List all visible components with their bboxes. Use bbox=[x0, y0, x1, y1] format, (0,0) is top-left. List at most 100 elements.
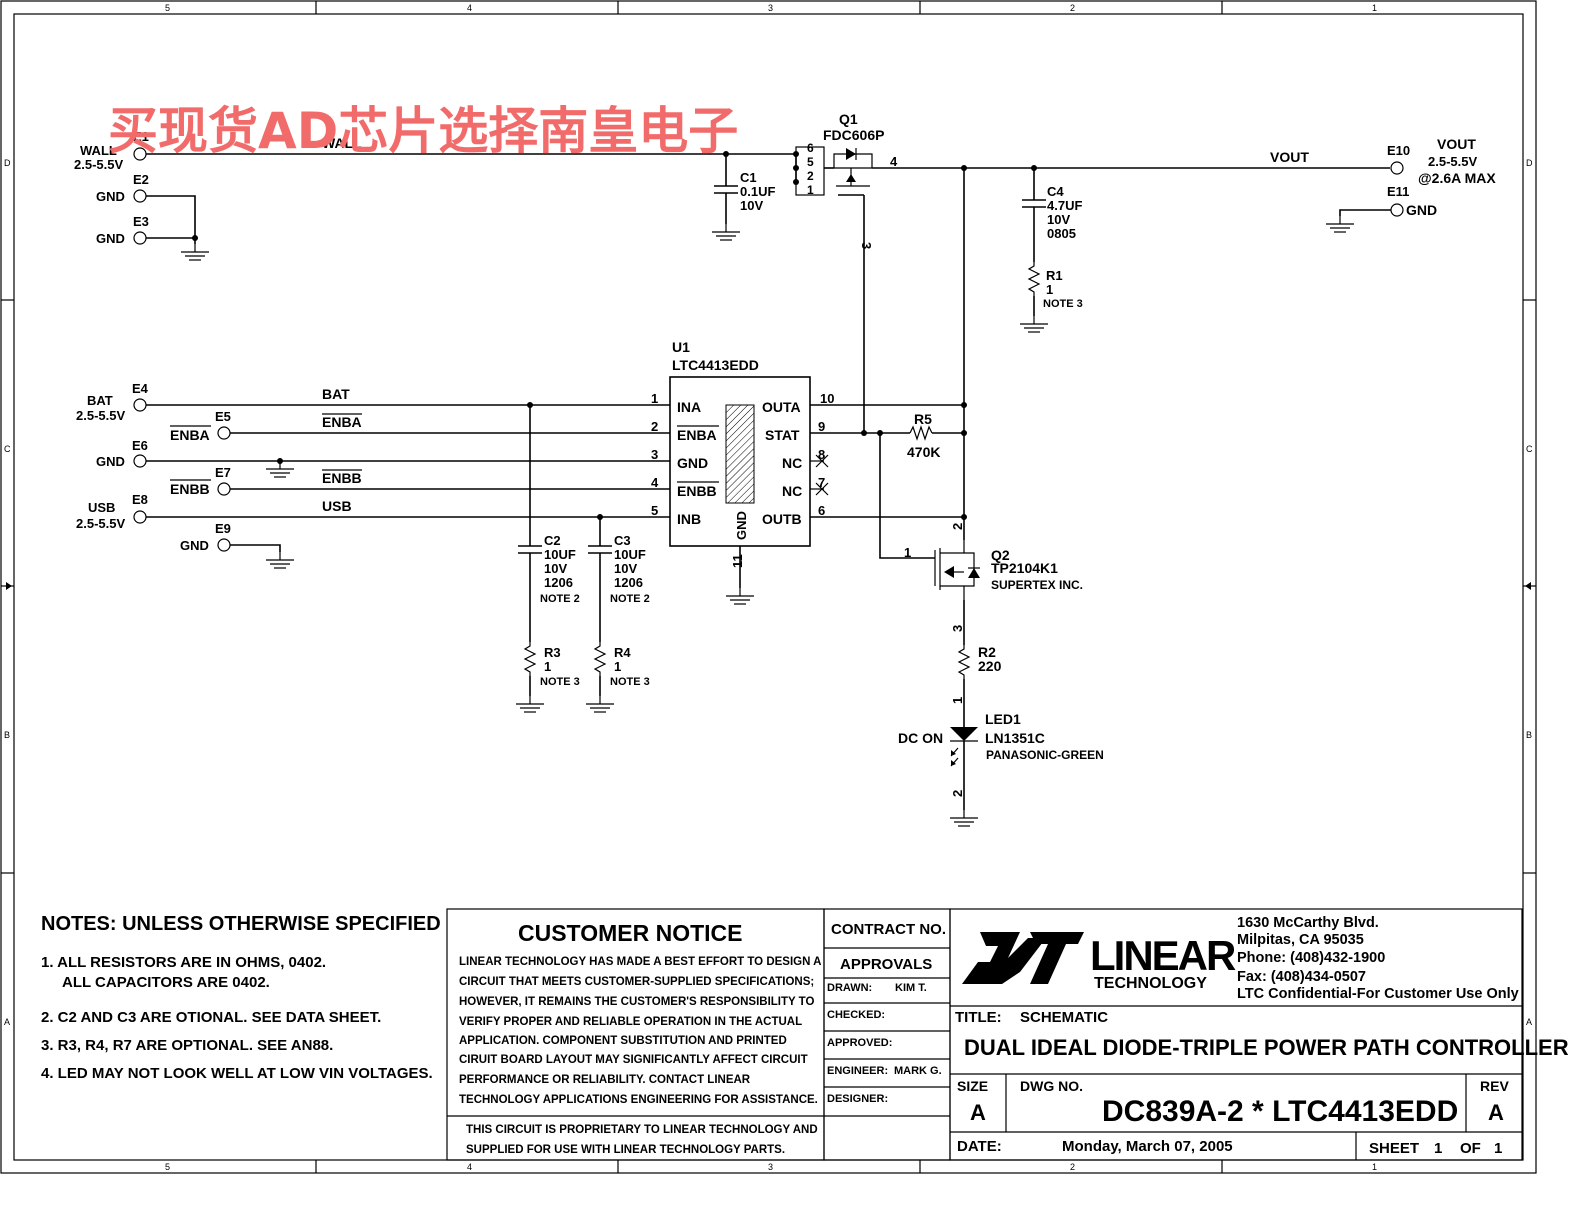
ltc-logo: LINEAR TECHNOLOGY bbox=[962, 932, 1238, 992]
u1-section: E4 BAT 2.5-5.5V BAT E5 ENBA ENBA E6 GND … bbox=[76, 339, 967, 713]
u1-pin-name: OUTB bbox=[762, 511, 802, 527]
u1-pin-name: GND bbox=[677, 455, 708, 471]
r1-note: NOTE 3 bbox=[1043, 298, 1083, 310]
u1-pin-num: 5 bbox=[651, 503, 658, 518]
c2-note: NOTE 2 bbox=[540, 593, 580, 605]
logo-word: LINEAR bbox=[1090, 932, 1236, 979]
q2-pin: 1 bbox=[904, 545, 911, 560]
wall-input-section: E1 WALL 2.5-5.5V WALL E2 GND E3 GND C1 0… bbox=[74, 111, 1496, 540]
e11-label: GND bbox=[1406, 202, 1437, 218]
u1-pin-name: NC bbox=[782, 455, 802, 471]
led1-label: DC ON bbox=[898, 730, 943, 746]
r1-ref: R1 bbox=[1046, 268, 1063, 283]
u1-pin-num: 8 bbox=[818, 447, 825, 462]
e8-range: 2.5-5.5V bbox=[76, 516, 125, 531]
u1-pin-name: STAT bbox=[765, 427, 800, 443]
u1-pin-name: INB bbox=[677, 511, 701, 527]
engineer-label: ENGINEER: bbox=[827, 1065, 888, 1077]
note-item: 2. C2 AND C3 ARE OTIONAL. SEE DATA SHEET… bbox=[41, 1009, 381, 1026]
u1-pin-name: ENBB bbox=[677, 483, 717, 499]
terminal-e9 bbox=[217, 538, 231, 552]
drawing-heading: DUAL IDEAL DIODE-TRIPLE POWER PATH CONTR… bbox=[964, 1035, 1569, 1060]
r5-value: 470K bbox=[907, 444, 940, 460]
u1-exposed-pad bbox=[725, 404, 755, 504]
company-address: 1630 McCarthy Blvd. bbox=[1237, 915, 1379, 931]
e2-label: GND bbox=[96, 189, 125, 204]
terminal-e2 bbox=[133, 189, 147, 203]
r4-note: NOTE 3 bbox=[610, 676, 650, 688]
terminal-e3 bbox=[133, 231, 147, 245]
c4-ref: C4 bbox=[1047, 184, 1064, 199]
terminal-e4 bbox=[133, 398, 147, 412]
c1-ref: C1 bbox=[740, 170, 757, 185]
r2-ref: R2 bbox=[978, 644, 996, 660]
u1-gnd-pin-name: GND bbox=[734, 511, 749, 540]
net-enbb: ENBB bbox=[322, 470, 362, 486]
size-label: SIZE bbox=[957, 1078, 988, 1094]
notice-line: CIRUIT BOARD LAYOUT MAY SIGNIFICANTLY AF… bbox=[459, 1054, 808, 1066]
u1-pin-name: NC bbox=[782, 483, 802, 499]
c2-voltage: 10V bbox=[544, 561, 567, 576]
row-label-right: B bbox=[1526, 730, 1532, 740]
e8-ref: E8 bbox=[132, 492, 148, 507]
notice-footer: SUPPLIED FOR USE WITH LINEAR TECHNOLOGY … bbox=[466, 1144, 785, 1156]
net-vout: VOUT bbox=[1270, 149, 1309, 165]
q1-body bbox=[833, 153, 873, 168]
r3-ref: R3 bbox=[544, 645, 561, 660]
company-address: LTC Confidential-For Customer Use Only bbox=[1237, 986, 1519, 1002]
e11-ref: E11 bbox=[1387, 184, 1409, 199]
row-label-left: D bbox=[4, 158, 11, 168]
rev-label: REV bbox=[1480, 1078, 1509, 1094]
r2-value: 220 bbox=[978, 658, 1002, 674]
c4-size: 0805 bbox=[1047, 226, 1076, 241]
c3-voltage: 10V bbox=[614, 561, 637, 576]
notes-panel: NOTES: UNLESS OTHERWISE SPECIFIED 1. ALL… bbox=[41, 913, 441, 1082]
r2-pin: 1 bbox=[950, 697, 965, 704]
notice-line: APPLICATION. COMPONENT SUBSTITUTION AND … bbox=[459, 1035, 787, 1047]
status-led-section: 1 2 Q2 TP2104K1 SUPERTEX INC. 3 R2 220 1… bbox=[879, 433, 1104, 827]
company-address: Phone: (408)432-1900 bbox=[1237, 950, 1385, 966]
c3-size: 1206 bbox=[614, 575, 643, 590]
col-label-top: 5 bbox=[165, 3, 170, 13]
notice-line: CIRCUIT THAT MEETS CUSTOMER-SUPPLIED SPE… bbox=[459, 976, 814, 988]
e9-label: GND bbox=[180, 538, 209, 553]
approvals-title: APPROVALS bbox=[840, 956, 932, 973]
e4-range: 2.5-5.5V bbox=[76, 408, 125, 423]
e2-ref: E2 bbox=[133, 172, 149, 187]
sheet-total: 1 bbox=[1494, 1140, 1502, 1157]
led1-pin: 2 bbox=[950, 790, 965, 797]
u1-pin-num: 3 bbox=[651, 447, 658, 462]
terminal-e11 bbox=[1390, 203, 1404, 217]
e8-label: USB bbox=[88, 500, 115, 515]
led1-part: LN1351C bbox=[985, 730, 1045, 746]
col-label-bottom: 2 bbox=[1070, 1162, 1075, 1172]
designer-label: DESIGNER: bbox=[827, 1093, 888, 1105]
u1-part: LTC4413EDD bbox=[672, 357, 759, 373]
watermark: 买现货AD芯片选择南皇电子 bbox=[108, 102, 738, 160]
terminal-e7 bbox=[217, 482, 231, 496]
contract-label: CONTRACT NO. bbox=[831, 921, 946, 938]
row-label-right: C bbox=[1526, 444, 1533, 454]
col-label-top: 3 bbox=[768, 3, 773, 13]
sheet-label: SHEET bbox=[1369, 1140, 1419, 1157]
col-label-bottom: 5 bbox=[165, 1162, 170, 1172]
note-item: 4. LED MAY NOT LOOK WELL AT LOW VIN VOLT… bbox=[41, 1065, 433, 1082]
c2-size: 1206 bbox=[544, 575, 573, 590]
col-label-bottom: 3 bbox=[768, 1162, 773, 1172]
e1-ref: E1 bbox=[133, 129, 149, 144]
e1-range: 2.5-5.5V bbox=[74, 157, 123, 172]
c3-ref: C3 bbox=[614, 533, 631, 548]
q2-pin: 2 bbox=[950, 523, 965, 530]
sheet-num: 1 bbox=[1434, 1140, 1442, 1157]
c4-voltage: 10V bbox=[1047, 212, 1070, 227]
notes-title: NOTES: UNLESS OTHERWISE SPECIFIED bbox=[41, 913, 441, 935]
engineer-value: MARK G. bbox=[894, 1065, 942, 1077]
title-block: LINEAR TECHNOLOGY 1630 McCarthy Blvd. Mi… bbox=[949, 908, 1569, 1161]
approvals-panel: CONTRACT NO. APPROVALS DRAWN: KIM T. CHE… bbox=[823, 908, 951, 1161]
dwg-label: DWG NO. bbox=[1020, 1078, 1083, 1094]
q1-pin: 4 bbox=[890, 154, 898, 169]
r4-value: 1 bbox=[614, 659, 621, 674]
e7-label: ENBB bbox=[170, 481, 210, 497]
q1-body-diode bbox=[846, 148, 856, 160]
u1-pin-num: 4 bbox=[651, 475, 659, 490]
